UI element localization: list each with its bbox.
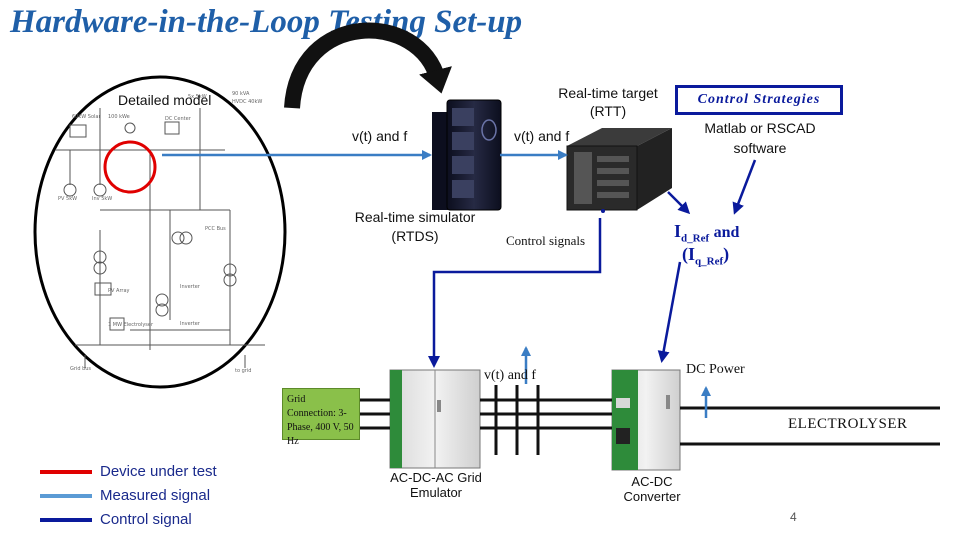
software-label: Matlab or RSCAD software	[704, 120, 816, 156]
vf-right-label: v(t) and f	[514, 128, 570, 144]
schematic-tiny-labels: 60kW Solar 100 kWe DC Center 5x 5kW 90 k…	[58, 91, 262, 374]
control-strategies-box[interactable]: Control Strategies	[675, 85, 843, 115]
svg-text:90 kVA: 90 kVA	[232, 91, 250, 97]
power-bus-lines	[360, 398, 940, 446]
measured-signal-lines	[162, 150, 711, 418]
vf-bottom-label: v(t) and f	[484, 368, 537, 383]
svg-text:60kW Solar: 60kW Solar	[72, 114, 101, 120]
svg-text:HVDC 40kW: HVDC 40kW	[232, 99, 262, 105]
control-signals-label: Control signals	[506, 233, 586, 248]
control-strategies-label: Control Strategies	[697, 92, 821, 107]
svg-text:1 MW Electrolyser: 1 MW Electrolyser	[108, 322, 154, 328]
rtds-cabinet[interactable]	[432, 99, 502, 211]
svg-text:PV 5kW: PV 5kW	[58, 196, 77, 202]
detailed-model-label: Detailed model	[118, 92, 212, 108]
rtt-label: Real-time target (RTT)	[558, 85, 658, 119]
vf-left-label: v(t) and f	[352, 128, 408, 144]
iq-ref-label: (Iq_Ref)	[682, 244, 730, 268]
detailed-model-circle	[33, 75, 287, 389]
grid-connection-box: Grid Connection: 3-Phase, 400 V, 50 Hz	[282, 388, 360, 447]
legend-device-label: Device under test	[100, 463, 217, 480]
legend-control-label: Control signal	[100, 511, 192, 528]
svg-text:DC Center: DC Center	[165, 116, 192, 122]
rtds-label: Real-time simulator (RTDS)	[354, 209, 476, 244]
svg-text:PCC Bus: PCC Bus	[205, 226, 226, 232]
svg-text:Inv 5kW: Inv 5kW	[92, 196, 112, 202]
link-arrow	[284, 22, 452, 109]
converter-cabinet[interactable]	[611, 369, 681, 471]
grid-connection-label: Grid Connection: 3-Phase, 400 V, 50 Hz	[287, 394, 354, 447]
schematic-diagram	[55, 108, 265, 368]
svg-text:PV Array: PV Array	[108, 288, 130, 294]
legend-measured-label: Measured signal	[100, 487, 211, 504]
svg-text:to grid: to grid	[235, 368, 251, 374]
grid-emulator-cabinet[interactable]	[389, 369, 481, 469]
bus-ticks	[494, 385, 540, 455]
svg-text:Inverter: Inverter	[180, 284, 201, 290]
device-under-test-marker[interactable]	[103, 140, 157, 194]
converter-label: AC-DC Converter	[623, 474, 681, 504]
grid-emulator-label: AC-DC-AC Grid Emulator	[390, 470, 482, 500]
id-ref-label: Id_Ref and	[674, 221, 740, 245]
control-signal-lines	[428, 159, 757, 368]
svg-text:5x 5kW: 5x 5kW	[188, 94, 207, 100]
legend-lines	[40, 470, 92, 522]
dc-power-label: DC Power	[686, 362, 745, 377]
svg-text:Grid bus: Grid bus	[70, 366, 91, 372]
svg-text:Inverter: Inverter	[180, 321, 201, 327]
rtt-computer[interactable]	[566, 128, 672, 211]
svg-text:100 kWe: 100 kWe	[108, 114, 130, 120]
page-number: 4	[790, 510, 797, 524]
rtt-dot	[601, 209, 605, 213]
electrolyser-label: ELECTROLYSER	[788, 416, 908, 432]
page-title: Hardware-in-the-Loop Testing Set-up	[10, 4, 523, 40]
